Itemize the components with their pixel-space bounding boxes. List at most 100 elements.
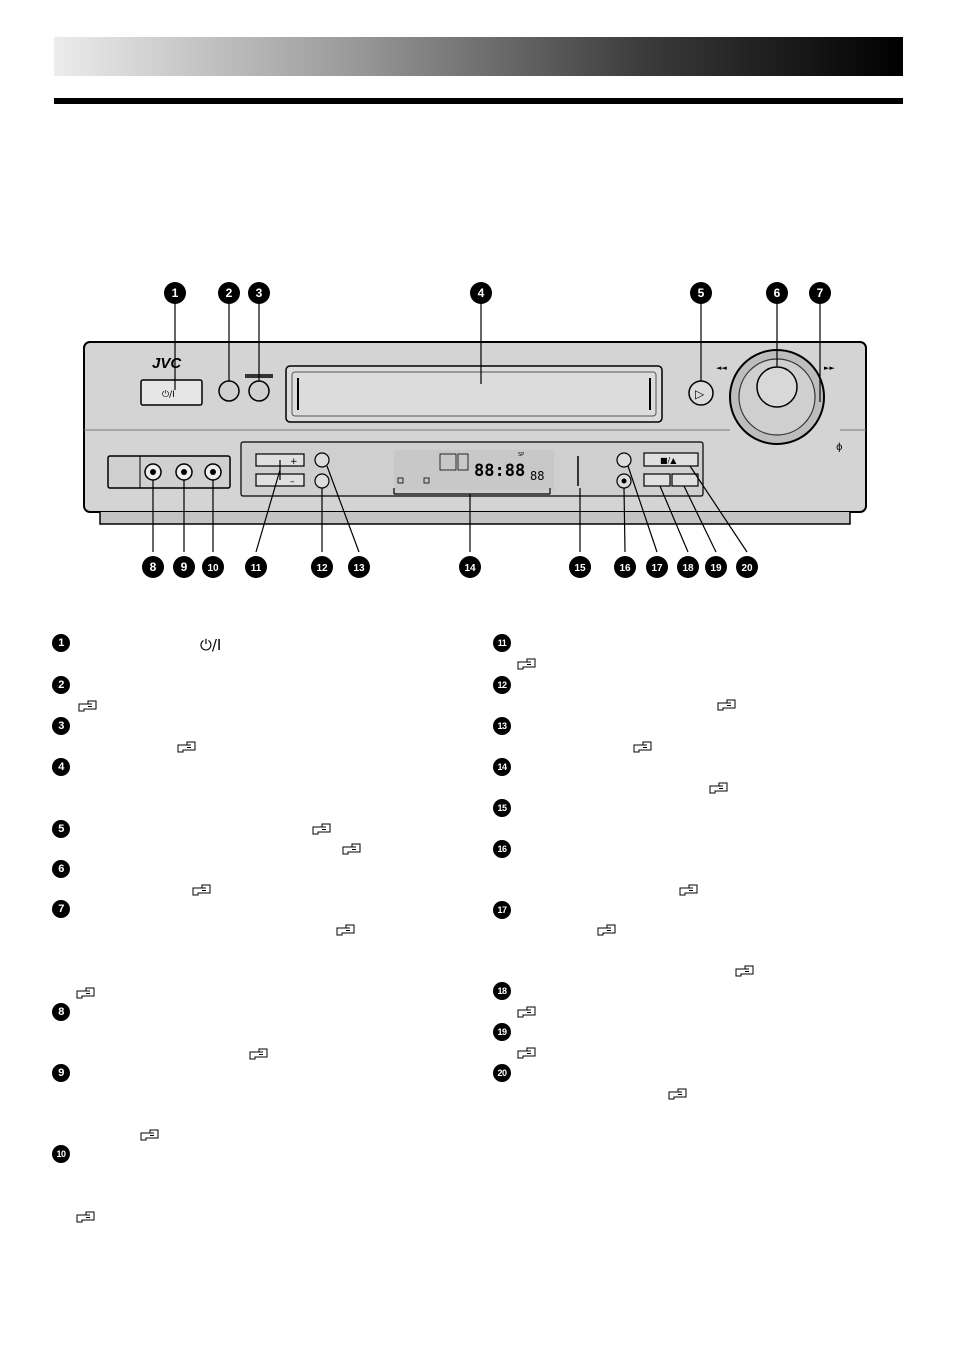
svg-text:18: 18 [682,563,694,574]
hand-pointer-icon [76,1209,96,1223]
svg-text:5: 5 [698,286,705,300]
list-item-4: 4 [52,758,442,794]
vcr-front-panel-diagram: JVC ⏻/I ▷ ◄◄ ►► ϕ + [83,282,867,578]
hand-pointer-icon [709,780,729,794]
callout-10: 10 [202,556,224,578]
callout-15: 15 [569,556,591,578]
list-item-8: 8 [52,1003,442,1063]
list-item-2: 2 [52,676,442,712]
button-3[interactable] [248,380,270,402]
display-counter: 88 [530,469,544,483]
svg-text:1: 1 [172,286,179,300]
svg-text:17: 17 [651,563,663,574]
power-button[interactable]: ⏻/I [140,379,203,406]
hand-pointer-icon [735,963,755,977]
ff-button[interactable] [671,473,699,487]
list-item-20: 20 [493,1064,883,1100]
jack-9[interactable] [175,463,193,481]
list-item-14: 14 [493,758,883,794]
svg-text:20: 20 [741,563,753,574]
svg-text:⏻/I: ⏻/I [162,389,175,400]
hand-pointer-icon [249,1046,269,1060]
list-number-1: 1 [52,634,70,652]
hand-pointer-icon [679,882,699,896]
svg-text:6: 6 [774,286,781,300]
svg-text:15: 15 [574,563,586,574]
callout-3: 3 [248,282,270,304]
header-gradient-band [54,37,903,76]
svg-text:–: – [290,477,295,487]
svg-text:14: 14 [464,563,476,574]
svg-text:■/▲: ■/▲ [660,456,677,465]
jvc-logo: JVC [152,355,182,372]
list-item-17: 17 [493,901,883,983]
svg-text:11: 11 [251,563,262,574]
hand-pointer-icon [517,656,537,670]
hand-pointer-icon [76,985,96,999]
play-button[interactable]: ▷ [688,380,714,406]
jack-8[interactable] [144,463,162,481]
rew-button[interactable] [643,473,671,487]
hand-pointer-icon [342,841,362,855]
cassette-slot [285,365,663,423]
list-item-13: 13 [493,717,883,753]
button-13[interactable] [314,452,330,468]
header-rule [54,98,903,104]
rew-symbol: ◄◄ [716,364,727,372]
jack-10[interactable] [204,463,222,481]
hand-pointer-icon [192,882,212,896]
display-sp: SP [518,452,524,458]
callout-18: 18 [677,556,699,578]
callout-7: 7 [809,282,831,304]
list-item-12: 12 [493,676,883,712]
list-item-16: 16 [493,840,883,900]
button-2[interactable] [218,380,240,402]
display-time: 88:88 [474,461,525,481]
jog-dial[interactable] [756,366,798,408]
hand-pointer-icon [668,1086,688,1100]
svg-text:3: 3 [256,286,263,300]
stop-eject-button[interactable]: ■/▲ [643,452,699,467]
hand-pointer-icon [517,1045,537,1059]
callout-2: 2 [218,282,240,304]
svg-text:4: 4 [478,286,485,300]
list-item-5: 5 [52,820,442,856]
front-display: 88:88 88 SP [394,450,554,490]
hand-pointer-icon [177,739,197,753]
svg-text:8: 8 [150,560,157,574]
list-item-7: 7 [52,900,442,1000]
svg-text:10: 10 [207,563,219,574]
svg-text:+: + [290,457,298,467]
hand-pointer-icon [633,739,653,753]
callout-6: 6 [766,282,788,304]
hand-pointer-icon [312,821,332,835]
hand-pointer-icon [336,922,356,936]
hand-pointer-icon [597,922,617,936]
hand-pointer-icon [517,1004,537,1018]
svg-text:▷: ▷ [695,387,705,401]
callout-8: 8 [142,556,164,578]
callout-20: 20 [736,556,758,578]
leader-lines [152,302,821,553]
callout-13: 13 [348,556,370,578]
list-item-11: 11 [493,634,883,670]
callout-14: 14 [459,556,481,578]
ff-symbol: ►► [824,364,835,372]
svg-text:19: 19 [710,563,722,574]
callout-1: 1 [164,282,186,304]
svg-text:9: 9 [181,560,188,574]
callout-17: 17 [646,556,668,578]
callout-12: 12 [311,556,333,578]
svg-text:2: 2 [226,286,233,300]
callout-5: 5 [690,282,712,304]
hand-pointer-icon [140,1127,160,1141]
callout-19: 19 [705,556,727,578]
svg-text:7: 7 [817,286,824,300]
list-item-10: 10 [52,1145,442,1225]
svg-text:16: 16 [619,563,631,574]
svg-text:12: 12 [316,563,328,574]
pause-button[interactable] [616,452,632,468]
callout-4: 4 [470,282,492,304]
button-12[interactable] [314,473,330,489]
callout-11: 11 [245,556,267,578]
